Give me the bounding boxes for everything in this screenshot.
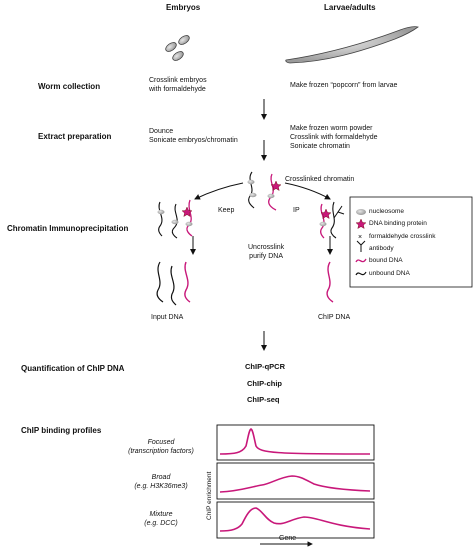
- legend-label-nucleosome: nucleosome: [369, 208, 405, 215]
- profile-curve-mixture: [219, 507, 371, 532]
- profile-box-broad: [216, 462, 375, 500]
- input-dna-illustration: [156, 261, 191, 306]
- profile-box-mixture: [216, 501, 375, 539]
- embryos-collection-text: Crosslink embryos with formaldehyde: [149, 77, 207, 93]
- stage-label-extract-preparation: Extract preparation: [38, 132, 112, 141]
- x-axis-label: Gene: [279, 535, 297, 542]
- embryos-extract-text: Dounce Sonicate embryos/chromatin: [149, 128, 238, 144]
- legend-label-antibody: antibody: [369, 245, 394, 252]
- chip-dna-label: ChIP DNA: [318, 314, 351, 321]
- method-chip-qpcr: ChIP-qPCR: [245, 362, 285, 371]
- profile-label-broad: Broad (e.g. H3K36me3): [134, 474, 188, 490]
- profile-plots: [216, 424, 375, 547]
- embryos-icon: [165, 35, 190, 61]
- chip-dna-illustration: [326, 261, 334, 303]
- profile-curve-broad: [219, 475, 371, 493]
- unbound-dna-icon: [355, 271, 367, 276]
- profile-label-focused: Focused (transcription factors): [128, 439, 194, 455]
- column-header-embryos: Embryos: [166, 3, 201, 12]
- arrow-ip: [284, 182, 331, 200]
- stage-label-worm-collection: Worm collection: [38, 82, 101, 91]
- column-header-larvae: Larvae/adults: [324, 3, 376, 12]
- keep-chromatin-illustration: [157, 199, 193, 239]
- antibody-icon: [356, 240, 366, 252]
- ip-label: IP: [293, 207, 300, 214]
- stage-label-quantification: Quantification of ChIP DNA: [21, 364, 125, 373]
- legend-box: ×: [349, 196, 473, 288]
- bound-dna-icon: [355, 258, 367, 263]
- input-dna-label: Input DNA: [151, 314, 184, 321]
- larvae-collection-text: Make frozen “popcorn” from larvae: [290, 82, 398, 89]
- method-chip-chip: ChIP-chip: [247, 379, 282, 388]
- star-icon: [355, 218, 367, 229]
- y-axis-label: ChIP enrichment: [206, 471, 213, 520]
- crosslinked-chromatin-label: Crosslinked chromatin: [285, 176, 355, 183]
- profile-curve-focused: [219, 428, 371, 455]
- nucleosome-icon: [356, 209, 366, 215]
- worm-icon: [285, 26, 419, 64]
- stage-label-profiles: ChIP binding profiles: [21, 426, 102, 435]
- crosslinked-chromatin-illustration: [247, 171, 282, 211]
- cross-icon: ×: [358, 234, 362, 241]
- stage-label-chip: Chromatin Immunoprecipitation: [7, 224, 129, 233]
- uncrosslink-text: Uncrosslink purify DNA: [248, 244, 285, 260]
- legend-label-dna-binding-protein: DNA binding protein: [369, 220, 427, 227]
- legend-label-bound-dna: bound DNA: [369, 257, 403, 264]
- ip-chromatin-illustration: [319, 201, 345, 239]
- arrow-keep: [194, 182, 244, 200]
- profile-label-mixture: Mixture (e.g. DCC): [144, 511, 178, 527]
- keep-label: Keep: [218, 207, 235, 214]
- method-chip-seq: ChIP-seq: [247, 395, 280, 404]
- legend-label-crosslink: formaldehyde crosslink: [369, 233, 436, 240]
- legend-label-unbound-dna: unbound DNA: [369, 270, 410, 277]
- larvae-extract-text: Make frozen worm powder Crosslink with f…: [290, 125, 378, 150]
